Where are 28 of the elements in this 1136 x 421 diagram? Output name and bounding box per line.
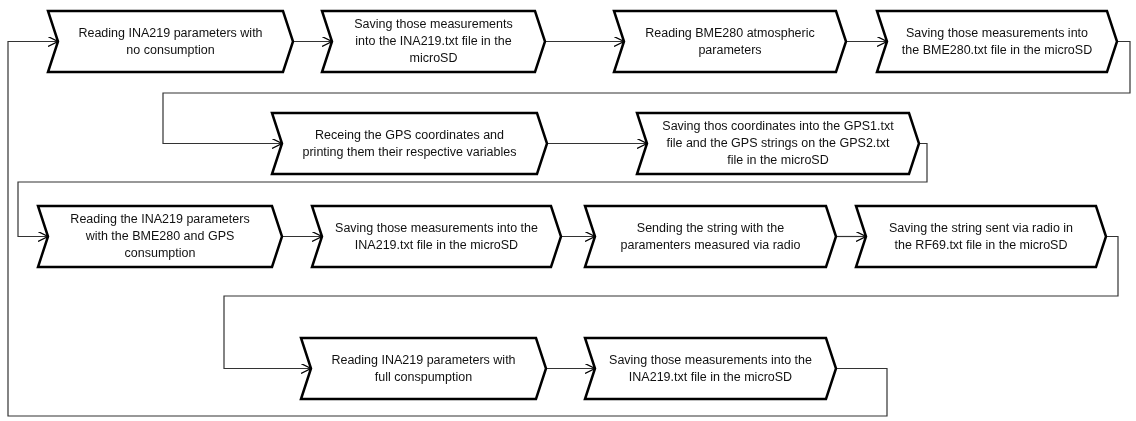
process-step bbox=[856, 206, 1106, 267]
process-step bbox=[585, 338, 836, 399]
step-text: Reading INA219 parameters with no consumption bbox=[77, 24, 264, 59]
process-step bbox=[301, 338, 546, 399]
connector-arrow bbox=[17, 142, 928, 243]
step-text: Saving thos coordinates into the GPS1.txt file and the GPS strings on the GPS2.txt file in the microSD bbox=[661, 118, 895, 169]
process-step bbox=[614, 11, 846, 72]
process-step bbox=[272, 113, 547, 174]
step-text: Saving those measurements into the INA219.txt file in the microSD bbox=[335, 219, 538, 254]
connector-arrow bbox=[162, 40, 1131, 150]
step-text: Saving the string sent via radio in the RF69.txt file in the microSD bbox=[887, 219, 1075, 254]
process-step bbox=[38, 206, 282, 267]
step-text: Sending the string with the paramenters measured via radio bbox=[619, 219, 802, 254]
step-text: Saving those measurements into the INA219.txt file in the microSD bbox=[353, 16, 514, 67]
step-text: Receing the GPS coordinates and printing them their respective variables bbox=[301, 126, 518, 161]
step-text: Reading BME280 atmospheric parameters bbox=[644, 24, 816, 59]
process-step bbox=[312, 206, 561, 267]
step-text: Reading INA219 parameters with full conspumption bbox=[330, 351, 517, 386]
step-text: Reading the INA219 parameters with the BME280 and GPS consumption bbox=[69, 211, 251, 262]
process-step bbox=[877, 11, 1117, 72]
process-step bbox=[585, 206, 836, 267]
connector-arrow bbox=[223, 235, 1119, 375]
process-step bbox=[637, 113, 919, 174]
connector-arrow bbox=[7, 35, 888, 417]
process-step bbox=[48, 11, 293, 72]
process-step bbox=[322, 11, 545, 72]
step-text: Saving those measurements into the INA219.txt file in the microSD bbox=[608, 351, 813, 386]
step-text: Saving those measurements into the BME280.txt file in the microSD bbox=[900, 24, 1094, 59]
